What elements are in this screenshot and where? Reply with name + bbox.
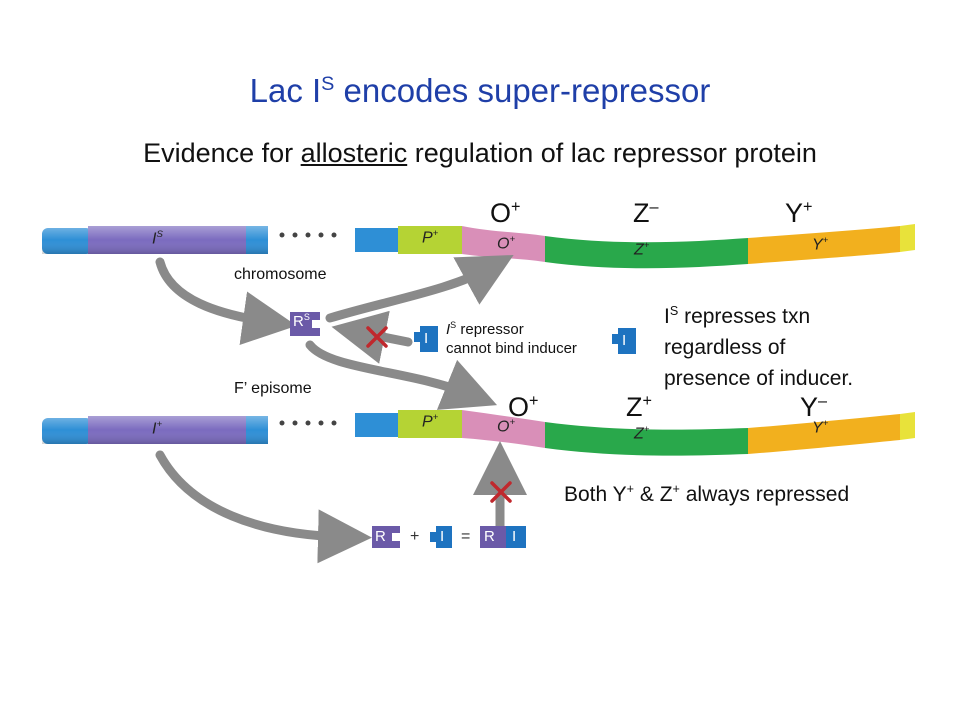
dna-top-y-label: Y+	[812, 235, 829, 254]
top-gene-z: Z–	[633, 198, 659, 228]
inducer-icon-3	[430, 526, 452, 548]
equals-label: =	[461, 528, 471, 545]
subtitle-post: regulation of lac repressor protein	[407, 138, 817, 168]
ri-i-label: I	[512, 528, 517, 545]
dna-top-z-label: Z+	[634, 240, 650, 259]
inducer-icon-2	[612, 328, 636, 354]
title-main: Lac I	[249, 72, 322, 109]
top-gene-y: Y+	[785, 198, 813, 228]
chromosome-label: chromosome	[234, 266, 327, 283]
arrow-is-to-rs	[155, 257, 297, 345]
slide-subtitle: Evidence for allosteric regulation of la…	[0, 138, 960, 169]
episome-dna-right	[355, 410, 915, 456]
dna-bottom-o-label: O+	[497, 417, 516, 436]
ri-complex-icon	[480, 526, 526, 548]
slide-title: Lac IS encodes super-repressor	[0, 72, 960, 110]
bottom-gene-o: O+	[508, 392, 539, 422]
episome-label: F’ episome	[234, 380, 312, 397]
inducer-label-3: I	[440, 528, 445, 545]
ri-r-label: R	[484, 528, 495, 545]
inducer-icon-1	[414, 326, 438, 352]
chromosome-dna-left	[42, 226, 268, 254]
bottom-note: Both Y+ & Z+ always repressed	[564, 482, 850, 506]
arrow-inducer-blocked	[331, 310, 413, 364]
chromosome-dots	[279, 232, 337, 238]
r-repressor-icon	[372, 526, 400, 548]
dna-bottom-y-label: Y+	[812, 418, 829, 437]
inducer-label-2: I	[622, 332, 627, 349]
dna-top-i-label: IS	[152, 229, 163, 248]
plus-label: +	[410, 528, 420, 545]
dna-bottom-z-label: Z+	[634, 424, 650, 443]
rs-label: RS	[293, 312, 310, 330]
dna-bottom-p-label: P+	[422, 412, 439, 431]
subtitle-pre: Evidence for	[143, 138, 301, 168]
title-sup: S	[321, 73, 335, 95]
arrow-iplus-to-r	[155, 450, 372, 564]
episome-dots	[279, 420, 337, 426]
repressor-note: IS repressor cannot bind inducer	[446, 320, 577, 357]
arrows	[155, 254, 527, 564]
subtitle-underlined: allosteric	[300, 138, 408, 168]
chromosome-dna-right	[355, 224, 915, 269]
title-rest: encodes super-repressor	[334, 72, 711, 109]
dna-bottom-i-label: I+	[152, 419, 163, 438]
arrow-rs-to-operator-top	[325, 254, 514, 323]
inducer-label-1: I	[424, 330, 429, 347]
arrow-rs-to-operator-bottom	[305, 340, 498, 410]
bottom-gene-z: Z+	[626, 392, 652, 422]
x-mark-icon-bottom	[490, 481, 512, 503]
side-note: IS represses txn regardless of presence …	[664, 304, 854, 390]
r-label: R	[375, 528, 386, 545]
episome-dna-left	[42, 416, 268, 444]
rs-repressor-icon	[290, 312, 320, 336]
bottom-gene-y: Y–	[800, 392, 828, 422]
top-gene-o: O+	[490, 198, 521, 228]
x-mark-icon-top	[366, 326, 388, 348]
dna-top-o-label: O+	[497, 234, 516, 253]
dna-top-p-label: P+	[422, 228, 439, 247]
